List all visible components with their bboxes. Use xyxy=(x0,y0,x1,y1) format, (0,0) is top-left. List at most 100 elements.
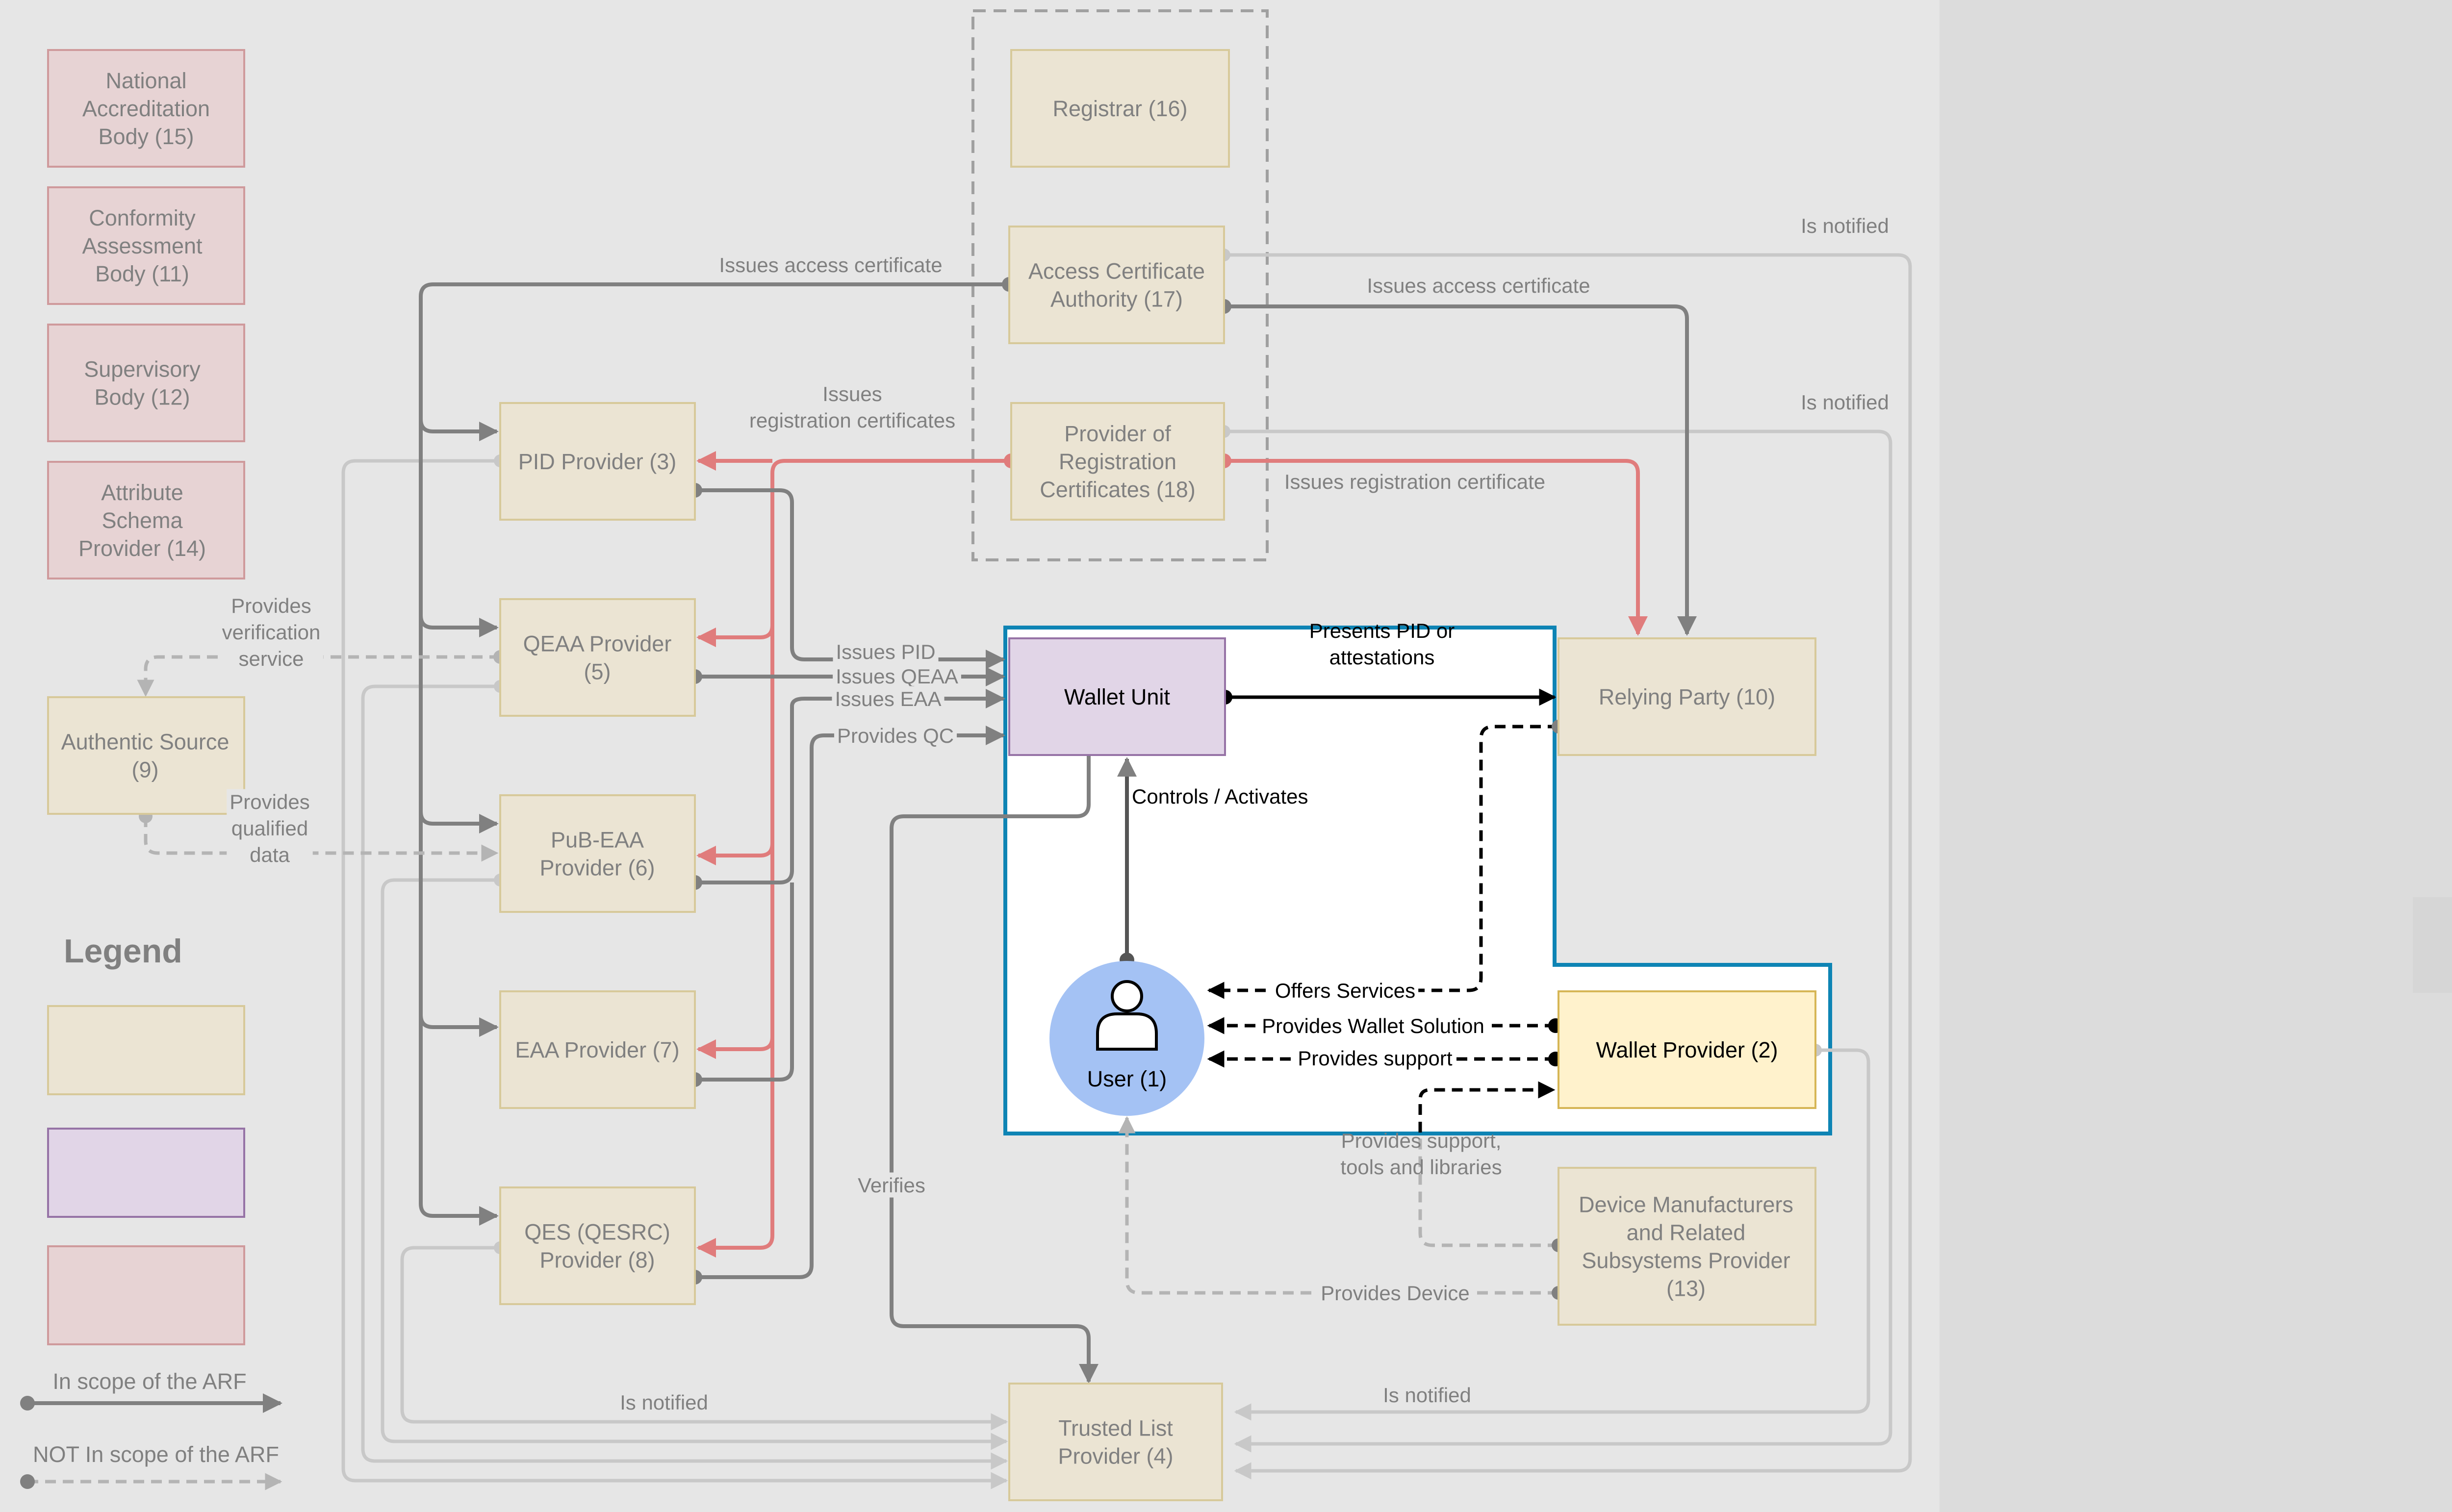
device-manufacturers-label-line: Device Manufacturers xyxy=(1579,1192,1793,1217)
registrar-box xyxy=(1010,49,1230,168)
supervisory-body-label-line: Body (12) xyxy=(94,384,190,409)
pub-eaa-provider-label-line: Provider (6) xyxy=(539,855,655,880)
is-notified-top-label-line: Is notified xyxy=(1801,214,1889,237)
edge-offers-services xyxy=(1207,725,1558,999)
edge-access-cert-to-pubeaa xyxy=(419,811,499,833)
issues-access-certificate-right-label-line: Issues access certificate xyxy=(1367,274,1590,297)
provides-support-label-background xyxy=(1295,1045,1456,1071)
provides-device-label: Provides Device xyxy=(1321,1282,1469,1305)
provides-wallet-solution-label-line: Provides Wallet Solution xyxy=(1262,1014,1484,1037)
is-notified-bottom-left-label-line: Is notified xyxy=(620,1391,708,1414)
user-label-line: User (1) xyxy=(1087,1066,1167,1091)
issues-access-certificate-left-label: Issues access certificate xyxy=(719,253,942,277)
edge-access-cert-to-eaa xyxy=(419,1014,499,1037)
legend-primary-role-swatch xyxy=(47,1005,245,1095)
attribute-schema-provider-box xyxy=(47,461,245,580)
wallet-unit-box[interactable] xyxy=(1008,637,1226,756)
registrar-label: Registrar (16) xyxy=(1052,96,1187,121)
edge-verifies xyxy=(890,755,1098,1384)
issues-pid-label-line: Issues PID xyxy=(836,640,935,663)
is-notified-mid-label-line: Is notified xyxy=(1801,391,1889,414)
provides-qc-label: Provides QC xyxy=(837,724,954,747)
edge-pubeaa-notified xyxy=(381,878,1008,1450)
attribute-schema-provider-label-line: Schema xyxy=(102,508,183,533)
access-certificate-authority-label-line: Authority (17) xyxy=(1050,286,1183,311)
trusted-list-provider-label-line: Trusted List xyxy=(1058,1415,1173,1440)
issues-eaa-label-line: Issues EAA xyxy=(835,687,941,710)
issues-qeaa-label-line: Issues QEAA xyxy=(836,665,958,688)
issues-registration-certificates-label-line: registration certificates xyxy=(749,409,955,432)
pid-provider-label-line: PID Provider (3) xyxy=(518,449,677,474)
provides-support-label: Provides support xyxy=(1298,1047,1452,1070)
legend-not-in-scope-label-line: NOT In scope of the ARF xyxy=(33,1442,279,1467)
controls-activates-label-line: Controls / Activates xyxy=(1132,785,1308,808)
issues-eaa-label: Issues EAA xyxy=(835,687,941,710)
legend-governance-role-swatch xyxy=(47,1245,245,1345)
edge-aca-notified xyxy=(1221,253,1912,1480)
offers-services-label-line: Offers Services xyxy=(1275,979,1415,1002)
qeaa-provider-label: QEAA Provider(5) xyxy=(523,631,672,684)
controls-activates-label: Controls / Activates xyxy=(1132,785,1308,808)
wallet-provider-box[interactable] xyxy=(1558,990,1816,1109)
wallet-provider-label: Wallet Provider (2) xyxy=(1596,1037,1778,1062)
offers-services-label-background xyxy=(1272,978,1419,1003)
edge-provides-device xyxy=(1118,1116,1558,1295)
edge-reg-cert-to-qeaa xyxy=(696,625,774,647)
user-node[interactable] xyxy=(1049,961,1204,1116)
issues-registration-certificates-label-line: Issues xyxy=(822,382,882,405)
wallet-unit-label: Wallet Unit xyxy=(1064,684,1170,709)
edges xyxy=(137,249,1912,1489)
attribute-schema-provider-label-line: Provider (14) xyxy=(78,536,206,561)
conformity-assessment-body-label-line: Body (11) xyxy=(95,261,189,286)
conformity-assessment-body-label-line: Assessment xyxy=(82,233,203,258)
verifies-label-line: Verifies xyxy=(858,1174,925,1197)
edge-support-tools-in xyxy=(1418,1081,1556,1133)
provides-qc-label-line: Provides QC xyxy=(837,724,954,747)
user-label: User (1) xyxy=(1087,1066,1167,1091)
legend-not-in-scope-label: NOT In scope of the ARF xyxy=(33,1442,279,1467)
is-notified-bottom-right-label: Is notified xyxy=(1383,1384,1471,1407)
supervisory-body-label-line: Supervisory xyxy=(84,356,201,381)
relying-party-label: Relying Party (10) xyxy=(1599,684,1775,709)
provides-verification-service-label-line: verification xyxy=(222,621,321,644)
right-panel-shade xyxy=(2413,897,2452,993)
access-certificate-authority-label-line: Access Certificate xyxy=(1028,258,1205,283)
presents-pid-label-line: Presents PID or xyxy=(1309,619,1455,642)
qes-provider-label: QES (QESRC) Provider (8) xyxy=(524,1219,670,1272)
conformity-assessment-body-box xyxy=(47,186,245,305)
authentic-source-label-line: (9) xyxy=(132,757,159,782)
national-accreditation-body-label-line: Body (15) xyxy=(98,124,194,149)
provides-qualified-data-label-background xyxy=(227,789,313,867)
legend-component-swatch xyxy=(47,1128,245,1218)
provides-qualified-data-label-line: Provides xyxy=(230,790,309,813)
edge-support-tools-out xyxy=(1418,1134,1558,1247)
provides-support-tools-label-line: Provides support, xyxy=(1341,1129,1502,1152)
issues-access-certificate-right-label: Issues access certificate xyxy=(1367,274,1590,297)
edge-qeaa-notified xyxy=(361,684,1008,1470)
qes-provider-label-line: Provider (8) xyxy=(539,1247,655,1272)
relying-party-label-line: Relying Party (10) xyxy=(1599,684,1775,709)
legend-in-scope-label-line: In scope of the ARF xyxy=(52,1369,246,1394)
qeaa-provider-label-line: QEAA Provider xyxy=(523,631,672,656)
pub-eaa-provider-label-line: PuB-EAA xyxy=(551,827,644,852)
legend-in-scope-dot xyxy=(20,1396,35,1411)
national-accreditation-body-box xyxy=(47,49,245,168)
edge-wp-notified xyxy=(1234,1048,1870,1421)
provides-qualified-data-label-line: data xyxy=(250,843,290,866)
issues-access-certificate-left-label-line: Issues access certificate xyxy=(719,253,942,277)
device-manufacturers-box xyxy=(1558,1167,1816,1326)
supervisory-body-box xyxy=(47,324,245,442)
registration-certificates-provider-label-line: Registration xyxy=(1059,449,1176,474)
eaa-provider-label: EAA Provider (7) xyxy=(515,1037,679,1062)
qes-provider-label-line: QES (QESRC) xyxy=(524,1219,670,1244)
registration-certificates-provider-box xyxy=(1010,402,1225,521)
is-notified-bottom-right-label-line: Is notified xyxy=(1383,1384,1471,1407)
offers-services-label: Offers Services xyxy=(1275,979,1415,1002)
